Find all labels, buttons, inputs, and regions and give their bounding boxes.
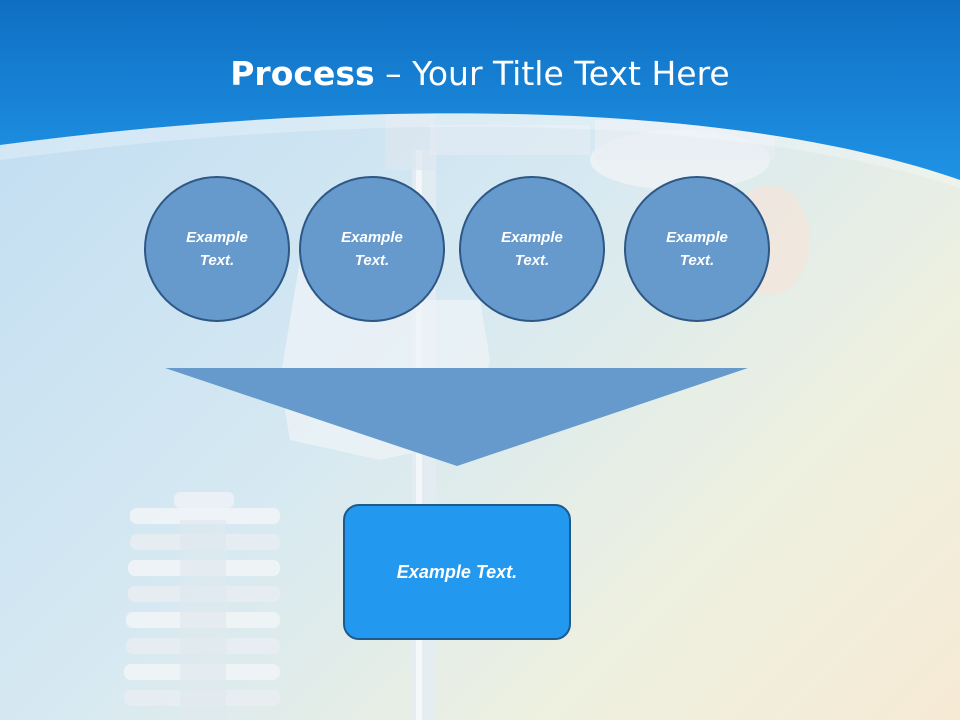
slide-title: Process – Your Title Text Here (0, 50, 960, 98)
title-bold: Process (230, 54, 375, 93)
header-banner (0, 0, 960, 188)
process-step-label-1: Example Text. (186, 229, 248, 269)
process-step-label-4: Example Text. (666, 229, 728, 269)
process-step-label-3: Example Text. (501, 229, 563, 269)
process-step-label-2: Example Text. (341, 229, 403, 269)
result-box-label: Example Text. (396, 561, 518, 582)
result-box: Example Text. (343, 504, 571, 640)
process-step-circle-1: Example Text. (144, 176, 290, 322)
title-rest: – Your Title Text Here (374, 54, 730, 93)
process-step-circle-2: Example Text. (299, 176, 445, 322)
process-step-circle-4: Example Text. (624, 176, 770, 322)
process-step-circle-3: Example Text. (459, 176, 605, 322)
